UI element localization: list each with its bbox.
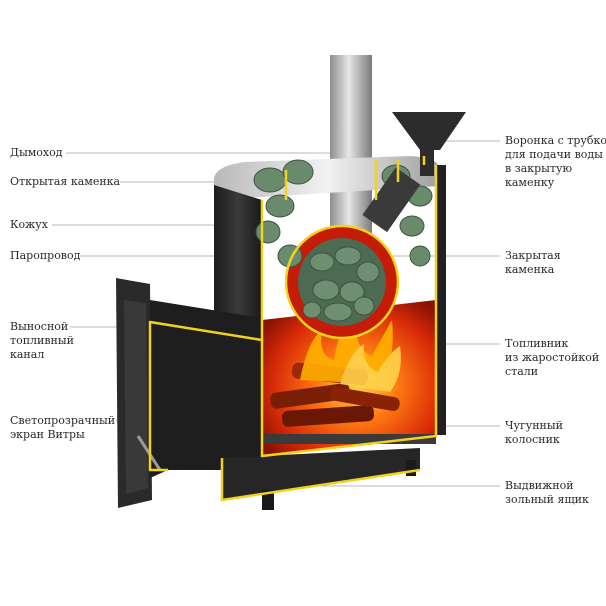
flames: [300, 312, 401, 392]
label-chimney: Дымоход: [10, 146, 63, 159]
stove-rear-wall: [436, 165, 446, 435]
label-ash-drawer-line-1: Выдвижной: [505, 479, 574, 492]
stove-casing: [214, 185, 262, 340]
label-remote-fuel-channel: Выносной топливный канал: [10, 320, 74, 362]
label-water-funnel-line-4: каменку: [505, 176, 555, 189]
label-firebox-line-3: стали: [505, 365, 539, 378]
label-closed-heater-line-1: Закрытая: [505, 249, 561, 262]
label-remote-fuel-channel-line-2: топливный: [10, 334, 74, 347]
closed-heater-stones: [302, 246, 380, 322]
label-grate-line-1: Чугунный: [505, 419, 563, 432]
section-outline: [148, 156, 438, 502]
label-casing: Кожух: [10, 218, 48, 231]
label-grate-line-2: колосник: [505, 433, 560, 446]
label-water-funnel-line-2: для подачи воды: [505, 148, 603, 161]
label-open-heater: Открытая каменка: [10, 175, 121, 188]
label-ash-drawer-line-2: зольный ящик: [505, 493, 589, 506]
cast-iron-grate: [262, 434, 436, 444]
label-closed-heater-line-2: каменка: [505, 263, 555, 276]
label-firebox-line-2: из жаростойкой: [505, 351, 600, 364]
label-water-funnel: Воронка с трубкой для подачи воды в закр…: [505, 134, 606, 190]
label-grate: Чугунный колосник: [505, 419, 563, 447]
stove-leg-front: [262, 490, 274, 510]
vitra-glass: [124, 300, 148, 494]
label-remote-fuel-channel-line-1: Выносной: [10, 320, 69, 333]
stove-leg-back: [406, 460, 416, 476]
label-steam-pipe: Паропровод: [10, 249, 81, 262]
label-remote-fuel-channel-line-3: канал: [10, 348, 45, 361]
label-ash-drawer: Выдвижной зольный ящик: [505, 479, 589, 507]
label-water-funnel-line-3: в закрытую: [505, 162, 573, 175]
label-closed-heater: Закрытая каменка: [505, 249, 561, 277]
label-water-funnel-line-1: Воронка с трубкой: [505, 134, 606, 147]
label-firebox: Топливник из жаростойкой стали: [505, 337, 599, 379]
fuel-channel-body: [150, 300, 262, 478]
ash-drawer-shape: [222, 448, 420, 500]
label-vitra-screen-line-2: экран Витры: [10, 428, 85, 441]
water-funnel-shape: [362, 112, 466, 233]
label-vitra-screen: Светопрозрачный экран Витры: [10, 414, 115, 442]
label-vitra-screen-line-1: Светопрозрачный: [10, 414, 116, 427]
label-firebox-line-1: Топливник: [505, 337, 569, 350]
